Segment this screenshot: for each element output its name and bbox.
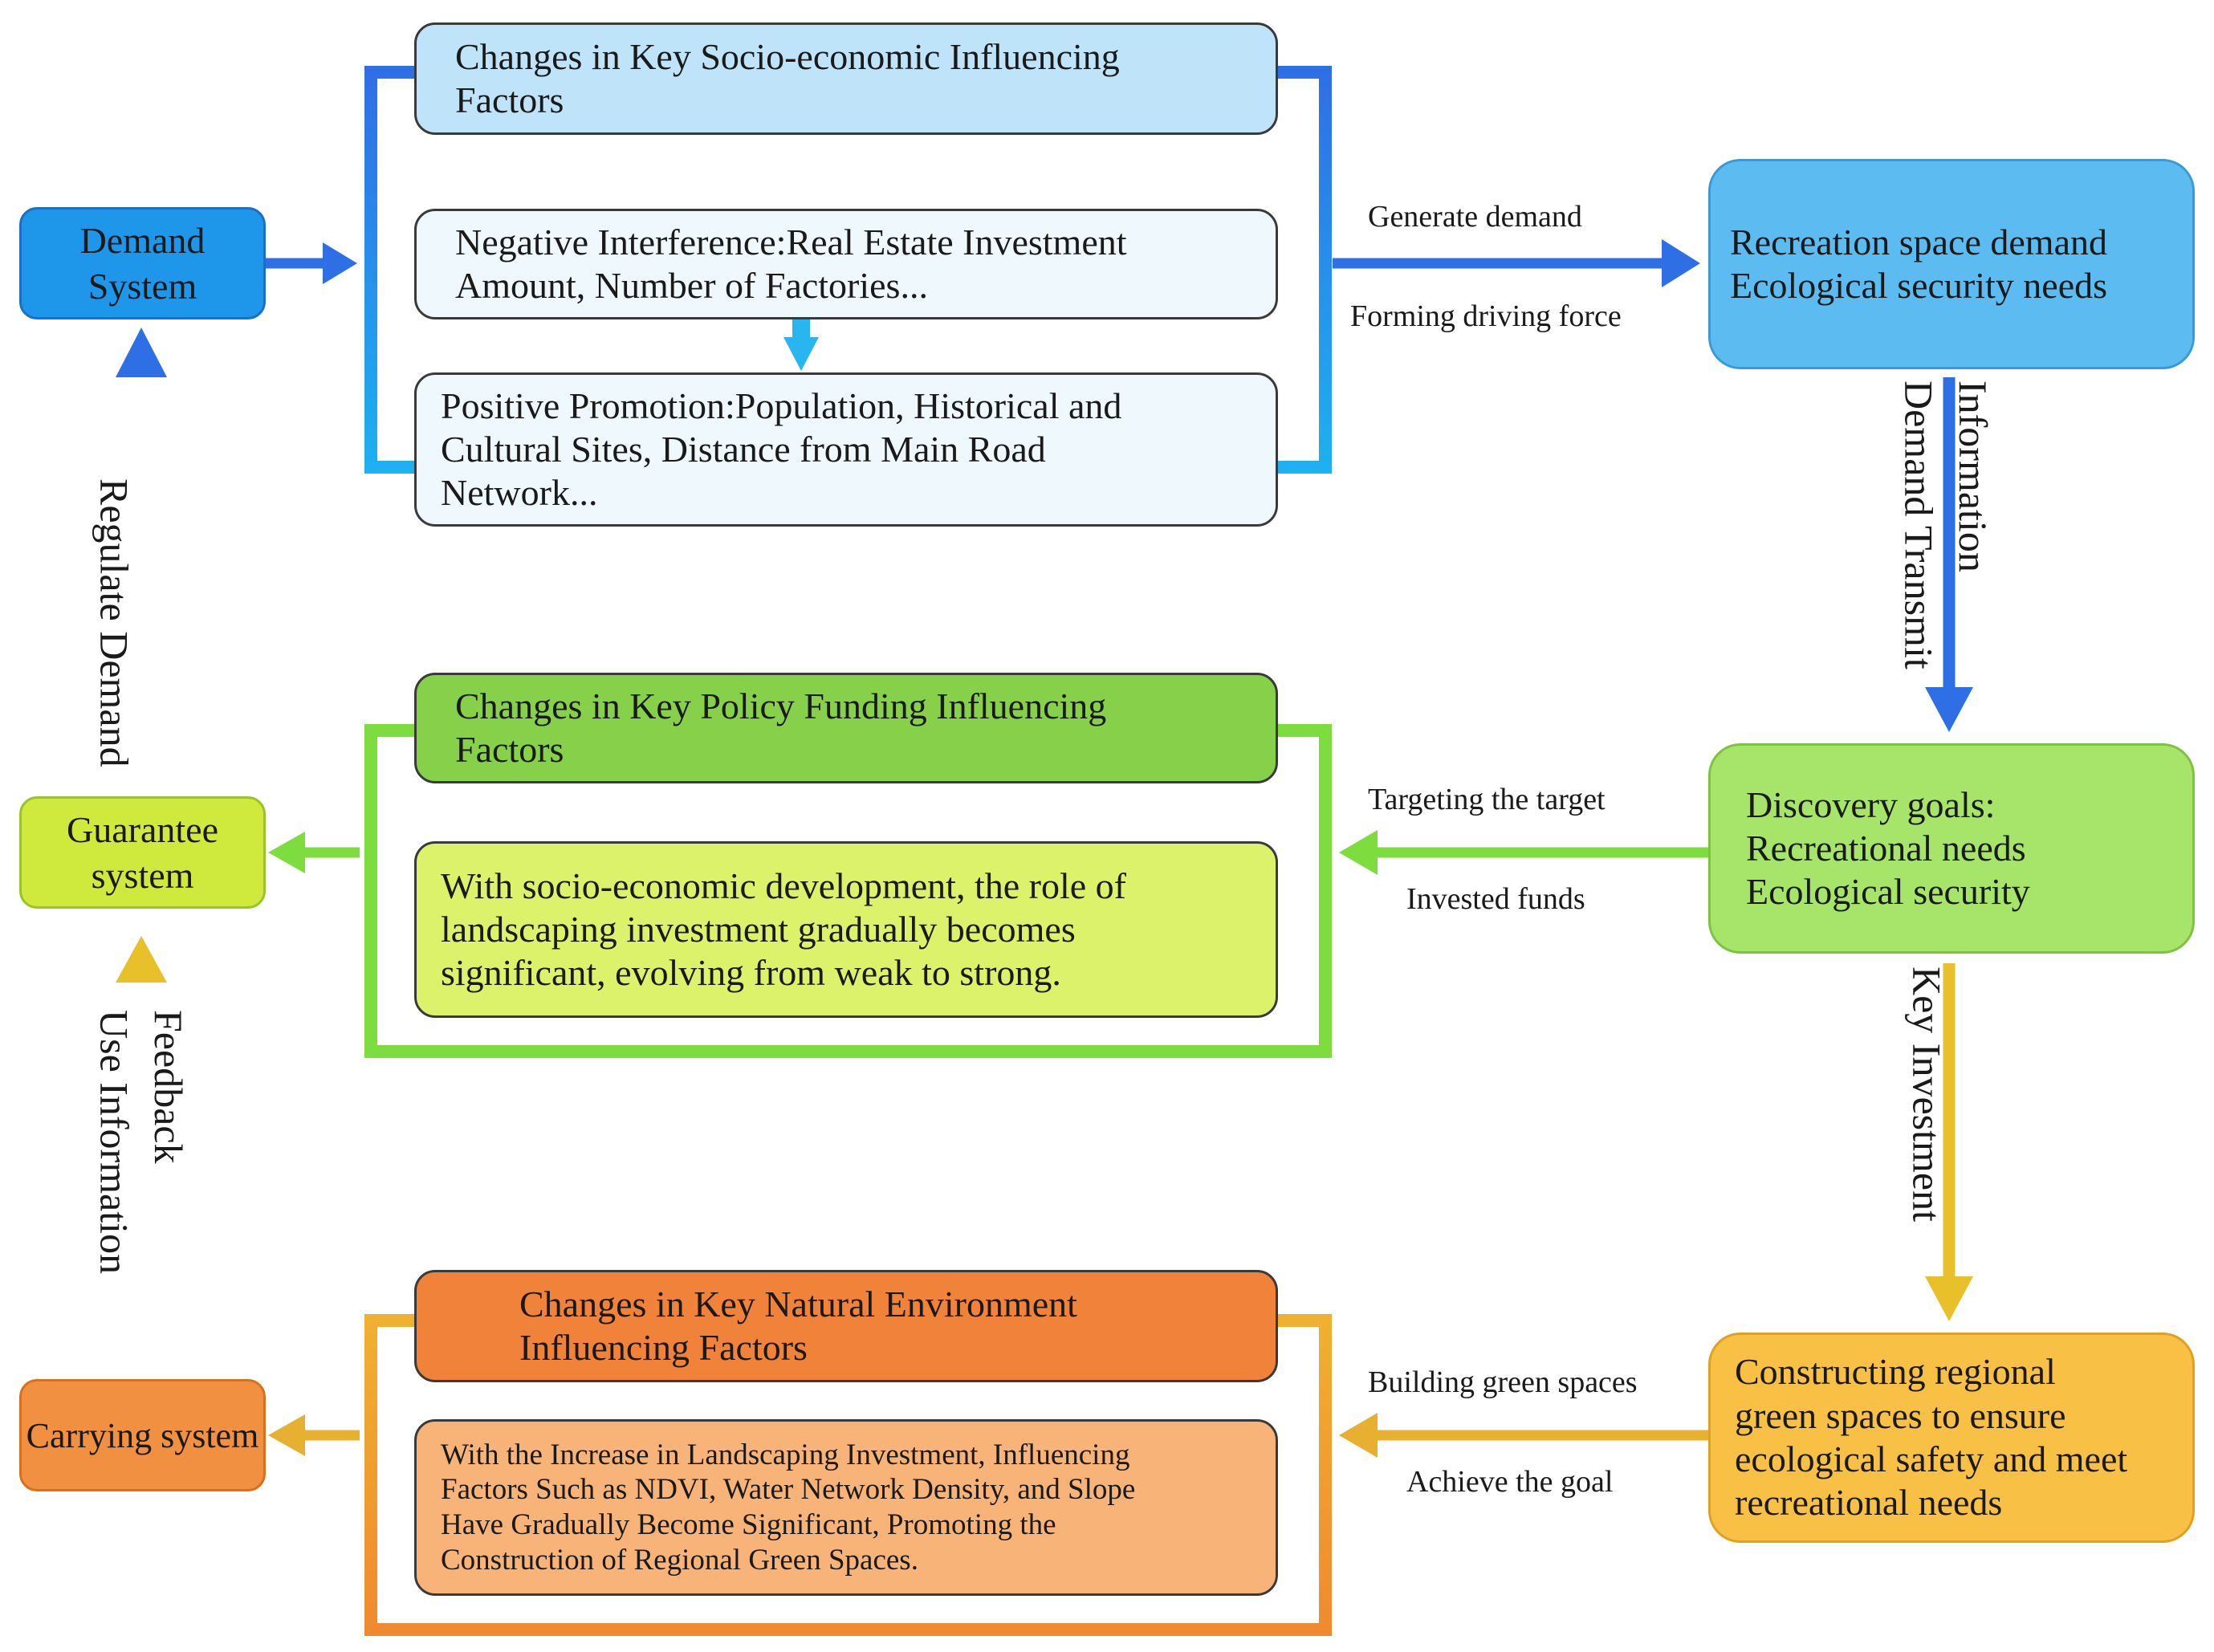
natural-body-box: With the Increase in Landscaping Investm… bbox=[414, 1419, 1278, 1596]
forming-driving-force-label: Forming driving force bbox=[1350, 299, 1622, 333]
discovery-goals-box: Discovery goals: Recreational needs Ecol… bbox=[1708, 743, 2195, 954]
targeting-arrowhead bbox=[1339, 830, 1378, 875]
constructing-green-box: Constructing regional green spaces to en… bbox=[1708, 1333, 2195, 1543]
building-green-spaces-label: Building green spaces bbox=[1368, 1365, 1638, 1399]
key-investment-label: Key Investment bbox=[1904, 966, 1950, 1222]
guarantee-system-box: Guarantee system bbox=[19, 796, 266, 909]
key-investment-arrowhead bbox=[1925, 1276, 1973, 1321]
demand-to-socio-arrowhead bbox=[323, 242, 357, 284]
negative-to-positive-shaft bbox=[792, 319, 810, 339]
carrying-system-box: Carrying system bbox=[19, 1379, 266, 1491]
generate-demand-arrowhead bbox=[1662, 239, 1700, 287]
socio-title-box: Changes in Key Socio-economic Influencin… bbox=[414, 22, 1278, 135]
positive-promotion-box: Positive Promotion:Population, Historica… bbox=[414, 372, 1278, 527]
policy-body-box: With socio-economic development, the rol… bbox=[414, 841, 1278, 1018]
natural-title-box: Changes in Key Natural Environment Influ… bbox=[414, 1270, 1278, 1382]
invested-funds-label: Invested funds bbox=[1406, 882, 1585, 916]
generate-demand-label: Generate demand bbox=[1368, 200, 1582, 234]
information-demand-transmit-label: Information Demand Transmit bbox=[1896, 380, 1996, 669]
policy-to-guarantee-arrowhead bbox=[268, 832, 305, 873]
policy-title-box: Changes in Key Policy Funding Influencin… bbox=[414, 673, 1278, 783]
feedback-arrowhead bbox=[116, 936, 167, 983]
negative-to-positive-arrowhead bbox=[783, 337, 819, 371]
socio-bracket-right bbox=[1276, 66, 1332, 474]
regulate-arrowhead bbox=[116, 328, 167, 377]
policy-bracket bbox=[364, 724, 1332, 1058]
achieve-goal-label: Achieve the goal bbox=[1406, 1465, 1614, 1499]
regulate-demand-label: Regulate Demand bbox=[92, 478, 137, 767]
socio-bracket-left bbox=[364, 66, 421, 474]
negative-interference-box: Negative Interference:Real Estate Invest… bbox=[414, 209, 1278, 319]
feedback-use-information-label: Feedback Use Information bbox=[92, 1010, 192, 1275]
natural-to-carrying-arrowhead bbox=[268, 1414, 305, 1456]
targeting-target-label: Targeting the target bbox=[1368, 783, 1606, 816]
natural-bracket bbox=[364, 1314, 1332, 1636]
info-transmit-arrowhead bbox=[1925, 687, 1973, 732]
building-green-arrowhead bbox=[1339, 1413, 1378, 1458]
demand-system-box: Demand System bbox=[19, 207, 266, 319]
recreation-demand-box: Recreation space demand Ecological secur… bbox=[1708, 159, 2195, 369]
